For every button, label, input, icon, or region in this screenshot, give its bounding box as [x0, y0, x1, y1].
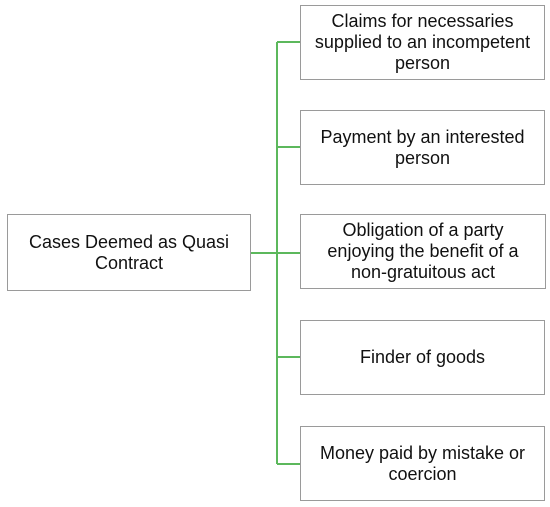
child-node-label: Money paid by mistake or coercion [319, 442, 526, 484]
child-node-label: Obligation of a party enjoying the benef… [327, 220, 519, 282]
child-node-label: Claims for necessaries supplied to an in… [314, 11, 531, 73]
child-node-finder-of-goods: Finder of goods [300, 320, 545, 395]
root-node: Cases Deemed as Quasi Contract [7, 214, 251, 291]
child-node-interested-person: Payment by an interested person [300, 110, 545, 185]
child-node-necessaries: Claims for necessaries supplied to an in… [300, 5, 545, 80]
child-node-money-paid-by-mistake: Money paid by mistake or coercion [300, 426, 545, 501]
child-node-label: Finder of goods [359, 347, 486, 367]
child-node-non-gratuitous-act: Obligation of a party enjoying the benef… [300, 214, 546, 289]
child-node-label: Payment by an interested person [320, 126, 525, 168]
root-node-label: Cases Deemed as Quasi Contract [28, 231, 230, 273]
